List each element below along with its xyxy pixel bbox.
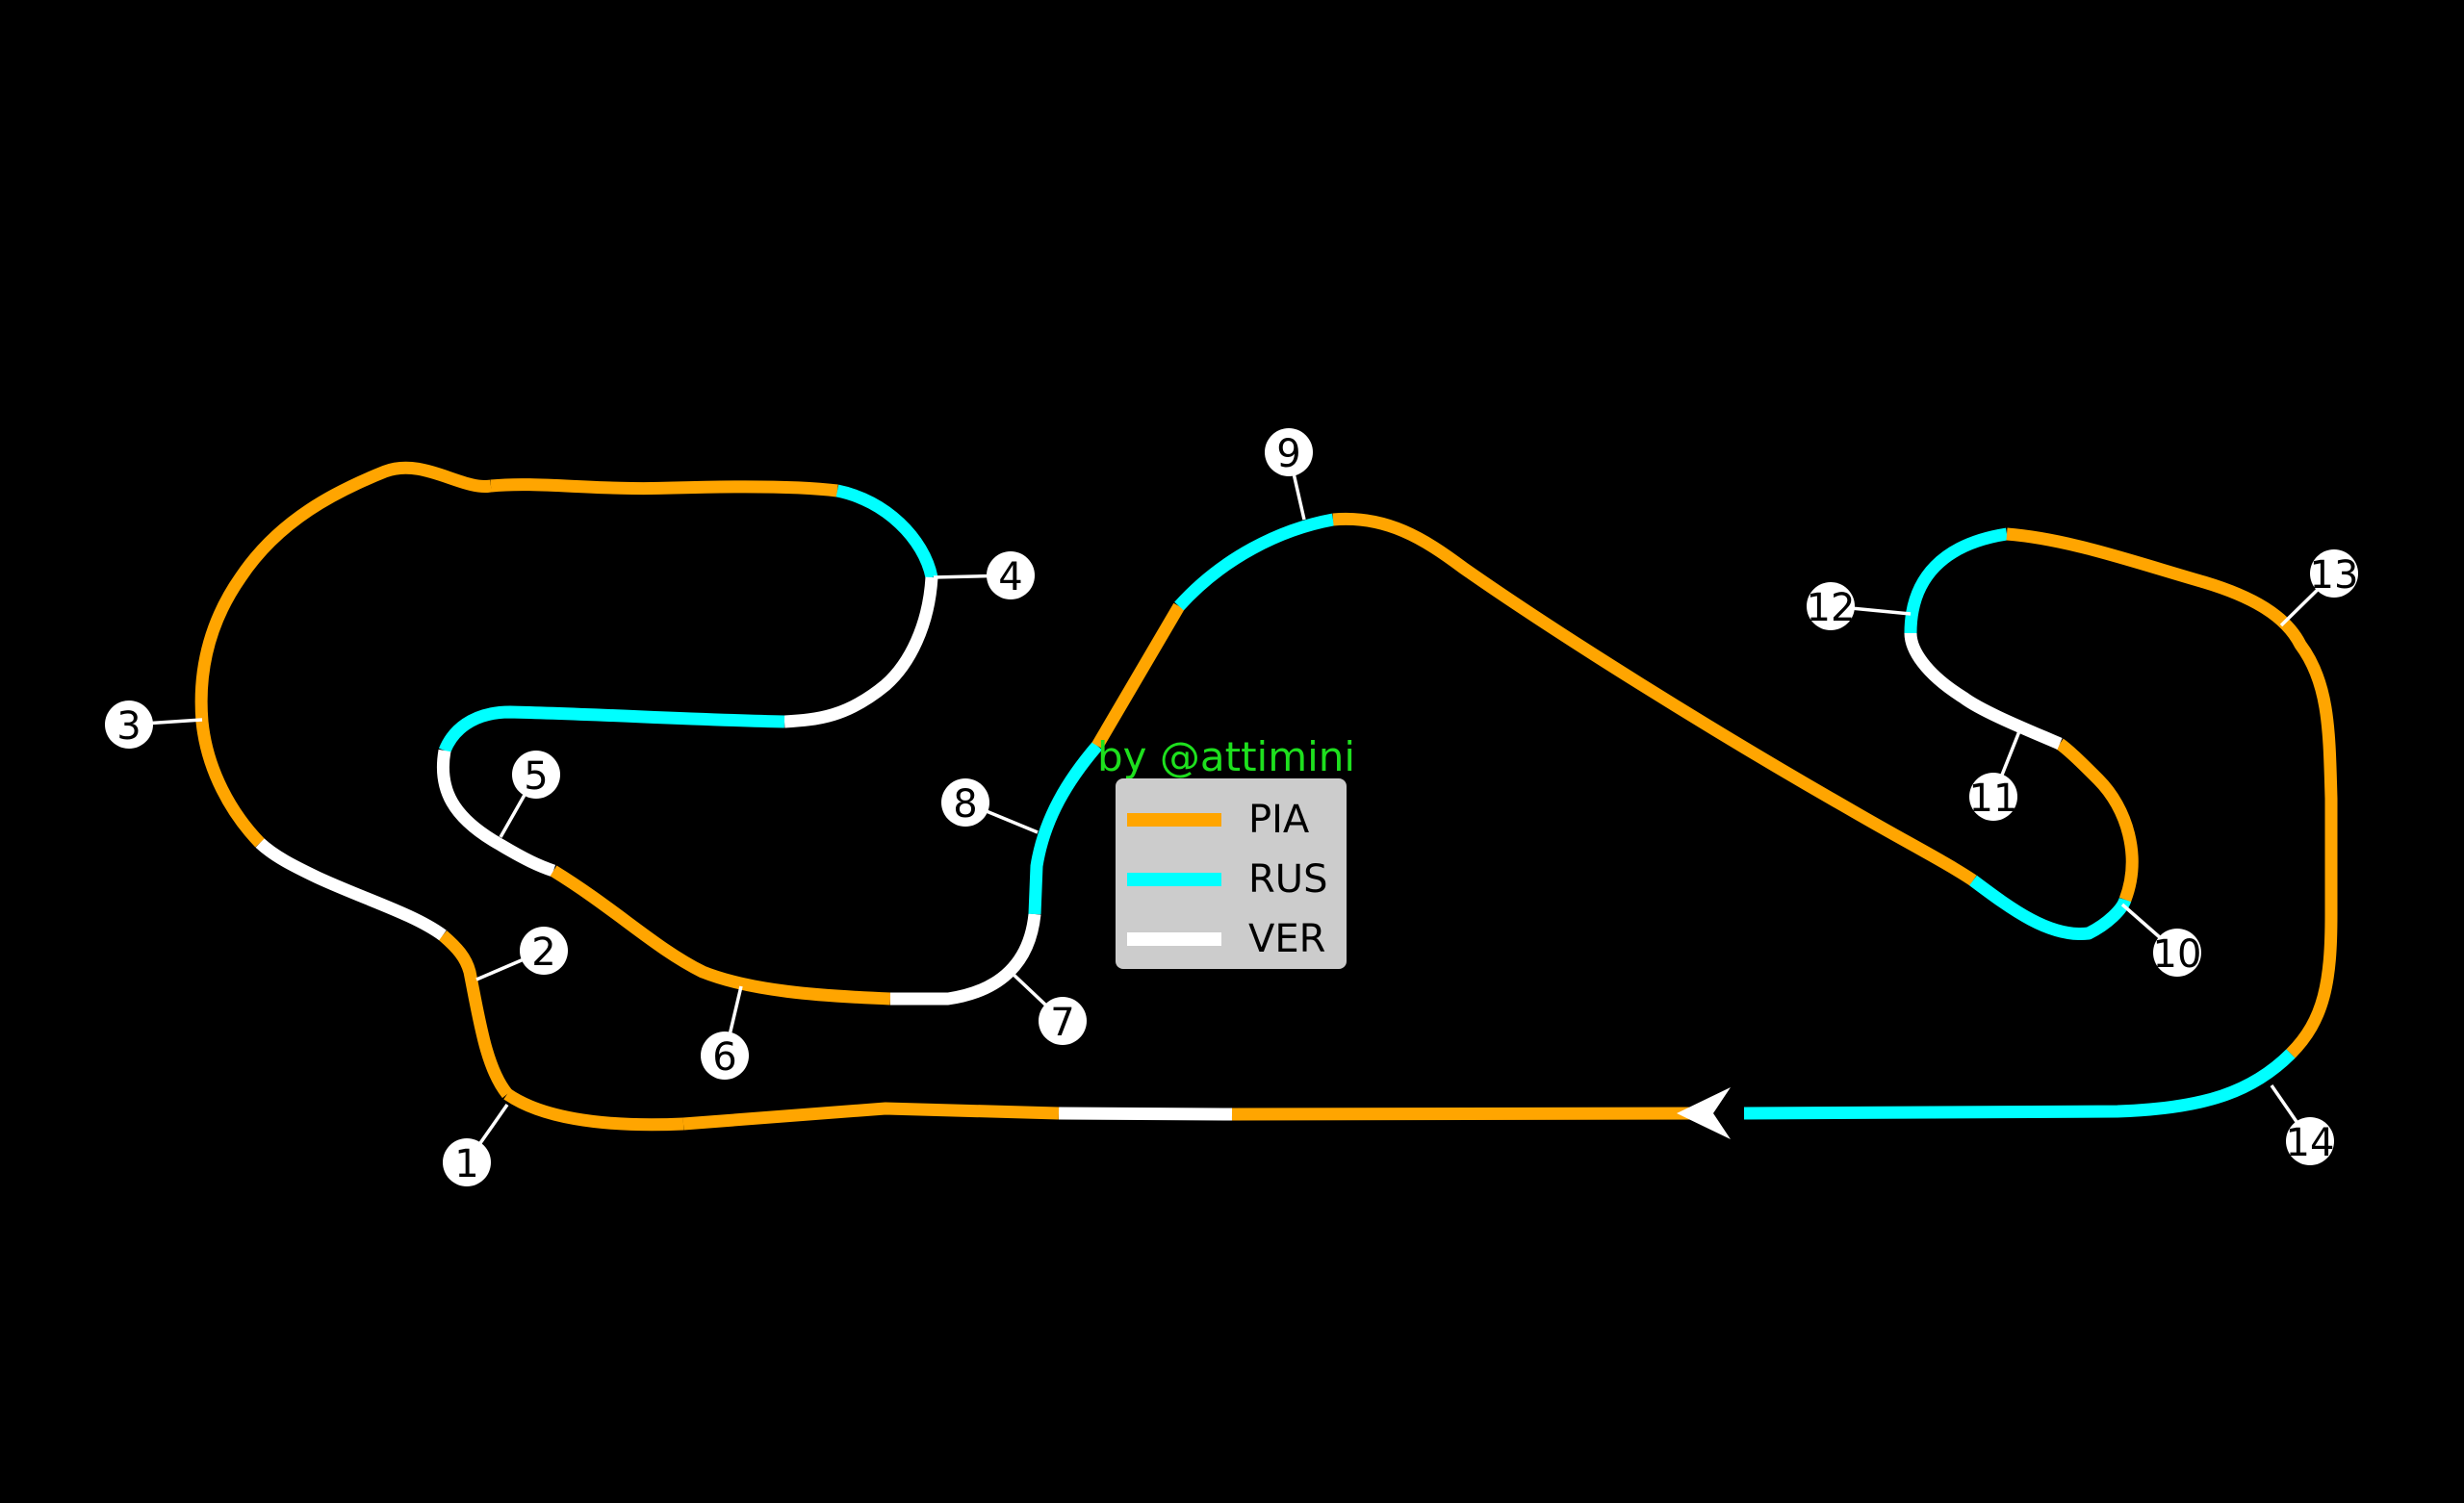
watermark: by @attimini — [1097, 733, 1356, 780]
corner-marker-2: 2 — [520, 927, 568, 975]
corner-circle — [1969, 773, 2017, 821]
minisector-8-pia — [490, 478, 838, 497]
corner-circle — [2310, 549, 2358, 598]
minisector-15-rus — [1028, 741, 1102, 915]
legend-label: VER — [1248, 917, 1326, 961]
legend-swatch — [1127, 813, 1221, 827]
minisector-11-rus — [438, 705, 785, 753]
legend-item-ver: VER — [1125, 915, 1325, 963]
corner-number: 8 — [953, 782, 977, 827]
corner-number: 5 — [524, 754, 548, 799]
minisector-20-pia — [2056, 738, 2139, 903]
corner-number: 2 — [531, 930, 555, 975]
legend-swatch — [1127, 932, 1221, 946]
minisector-2-ver — [1058, 1107, 1233, 1121]
corner-number: 10 — [2153, 932, 2202, 977]
legend-item-pia: PIA — [1125, 796, 1309, 844]
corner-circle — [443, 1138, 491, 1186]
minisector-18-pia — [1332, 512, 1977, 886]
minisector-19-rus — [1969, 875, 2132, 941]
corner-circle — [520, 927, 568, 975]
minisector-7-pia — [194, 461, 493, 848]
corner-circle — [987, 551, 1035, 599]
minisector-4-pia — [503, 1088, 684, 1132]
legend-swatch — [1127, 873, 1221, 886]
corner-circle — [1039, 997, 1087, 1045]
minisector-12-ver — [436, 749, 556, 878]
corner-marker-12: 12 — [1807, 582, 1856, 630]
minisector-1-pia — [1231, 1107, 1707, 1121]
corner-number: 11 — [1969, 777, 2018, 821]
corner-marker-9: 9 — [1265, 428, 1313, 476]
arrow-left-icon — [1677, 1087, 1731, 1139]
corner-circle — [941, 778, 989, 827]
corner-number: 12 — [1807, 586, 1856, 630]
minisector-24-rus — [1743, 1049, 2296, 1120]
corner-marker-6: 6 — [701, 1032, 749, 1080]
corner-marker-1: 1 — [443, 1138, 491, 1186]
minisector-5-pia — [438, 930, 513, 1099]
corner-circle — [2153, 929, 2201, 977]
corner-number: 4 — [998, 555, 1022, 599]
minisector-3-pia — [682, 1102, 1060, 1131]
corner-number: 9 — [1276, 432, 1300, 476]
corner-circle — [512, 751, 560, 799]
corner-circle — [105, 701, 153, 749]
minisector-6-ver — [255, 838, 447, 941]
minisector-16-pia — [1091, 602, 1185, 750]
legend-label: PIA — [1248, 798, 1310, 842]
corner-number: 3 — [116, 704, 141, 749]
corner-circle — [701, 1032, 749, 1080]
corner-marker-7: 7 — [1039, 997, 1087, 1045]
corner-marker-8: 8 — [941, 778, 989, 827]
corner-marker-10: 10 — [2153, 929, 2202, 977]
corner-marker-4: 4 — [987, 551, 1035, 599]
minisector-21-ver — [1904, 632, 2063, 750]
corner-marker-13: 13 — [2310, 549, 2359, 598]
track-segments — [194, 461, 2338, 1132]
minisector-23-pia — [2006, 527, 2338, 1058]
corner-circle — [2286, 1117, 2334, 1165]
corner-marker-14: 14 — [2286, 1117, 2335, 1165]
corner-number: 6 — [712, 1035, 736, 1080]
corner-circle — [1265, 428, 1313, 476]
corner-marker-11: 11 — [1969, 773, 2018, 821]
minisector-9-rus — [835, 484, 938, 579]
corner-number: 1 — [454, 1142, 478, 1186]
minisector-10-ver — [783, 576, 938, 728]
legend: PIA RUS VER — [1116, 778, 1347, 969]
minisector-13-pia — [550, 865, 891, 1006]
corner-circle — [1807, 582, 1855, 630]
legend-item-rus: RUS — [1125, 855, 1327, 904]
legend-label: RUS — [1248, 857, 1328, 902]
corner-marker-3: 3 — [105, 701, 153, 749]
corner-marker-5: 5 — [512, 751, 560, 799]
minisector-17-rus — [1174, 513, 1335, 611]
corner-number: 13 — [2310, 553, 2359, 598]
minisector-14-ver — [890, 913, 1041, 1006]
corner-number: 14 — [2286, 1121, 2335, 1165]
corner-number: 7 — [1050, 1001, 1074, 1045]
minisector-22-rus — [1904, 527, 2009, 634]
